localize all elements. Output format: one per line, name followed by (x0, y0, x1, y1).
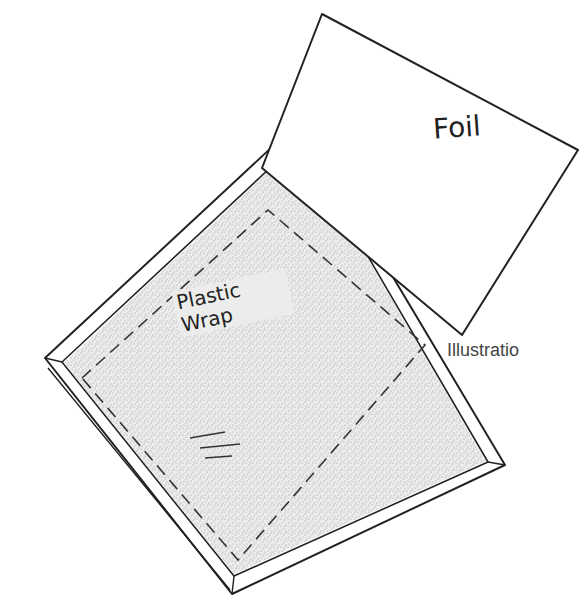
foil-sheet: Foil (255, 6, 580, 341)
sheet-label: Foil (429, 110, 485, 146)
foil-sheet-shape (255, 6, 580, 341)
foil-outline (262, 14, 578, 335)
figure-label: Illustratio (445, 340, 521, 361)
reflection-marks (190, 432, 240, 458)
plastic-dashed-outline (82, 210, 425, 560)
